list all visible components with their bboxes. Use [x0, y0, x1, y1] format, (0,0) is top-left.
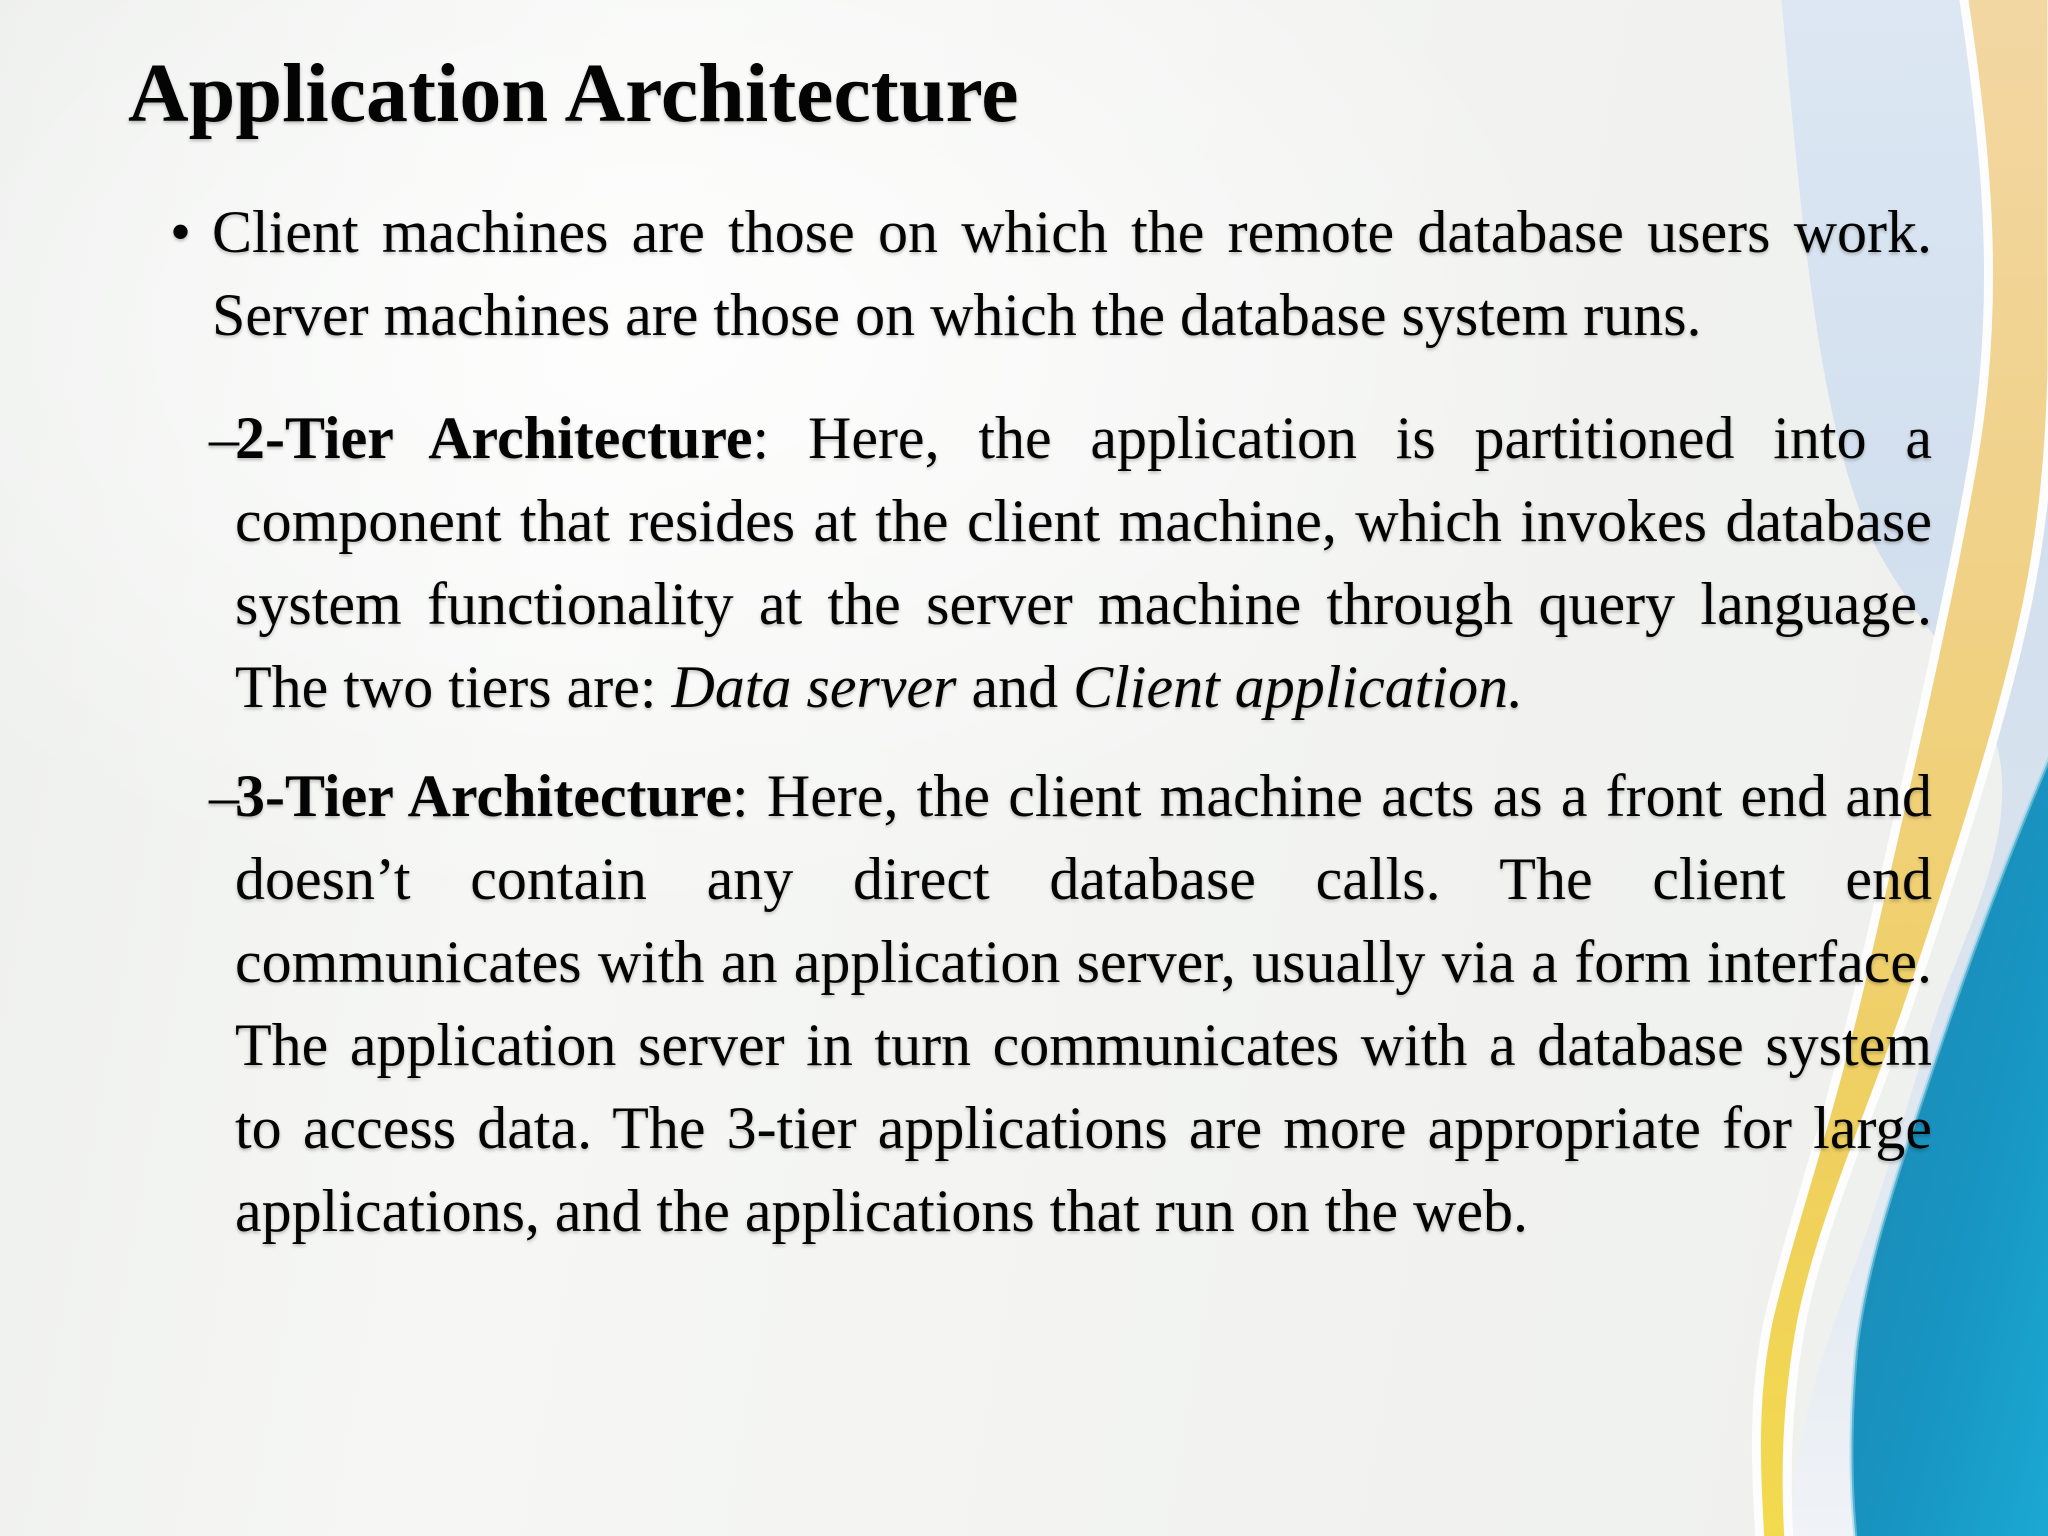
bullet-text-segment: 3-Tier Architecture	[235, 762, 732, 829]
bullet-text-segment: Client application.	[1073, 653, 1524, 720]
bullet-text-segment: Client machines are those on which the r…	[212, 198, 1932, 348]
bullet-text-segment: : Here, the application is partitioned i…	[235, 404, 1932, 720]
teal-wave-shape	[1849, 756, 2048, 1536]
bullet-text-segment: and	[956, 653, 1074, 720]
bullet-text-segment: 2-Tier Architecture	[235, 404, 753, 471]
bullet-item-2: –2-Tier Architecture: Here, the applicat…	[0, 397, 1932, 729]
bullet-dot-marker: •	[170, 198, 192, 265]
bullet-item-3: –3-Tier Architecture: Here, the client m…	[0, 755, 1932, 1253]
bullet-text-segment: Data server	[671, 653, 957, 720]
bullet-item-1: • Client machines are those on which the …	[0, 191, 1932, 357]
bullet-text-segment: : Here, the client machine acts as a fro…	[235, 762, 1932, 1244]
slide-body: • Client machines are those on which the …	[0, 191, 1932, 1253]
bullet-dash-marker: –	[209, 762, 239, 829]
bullet-dash-marker: –	[209, 404, 239, 471]
gold-wave-shape	[1751, 0, 2048, 1536]
slide-title: Application Architecture	[128, 47, 1019, 140]
